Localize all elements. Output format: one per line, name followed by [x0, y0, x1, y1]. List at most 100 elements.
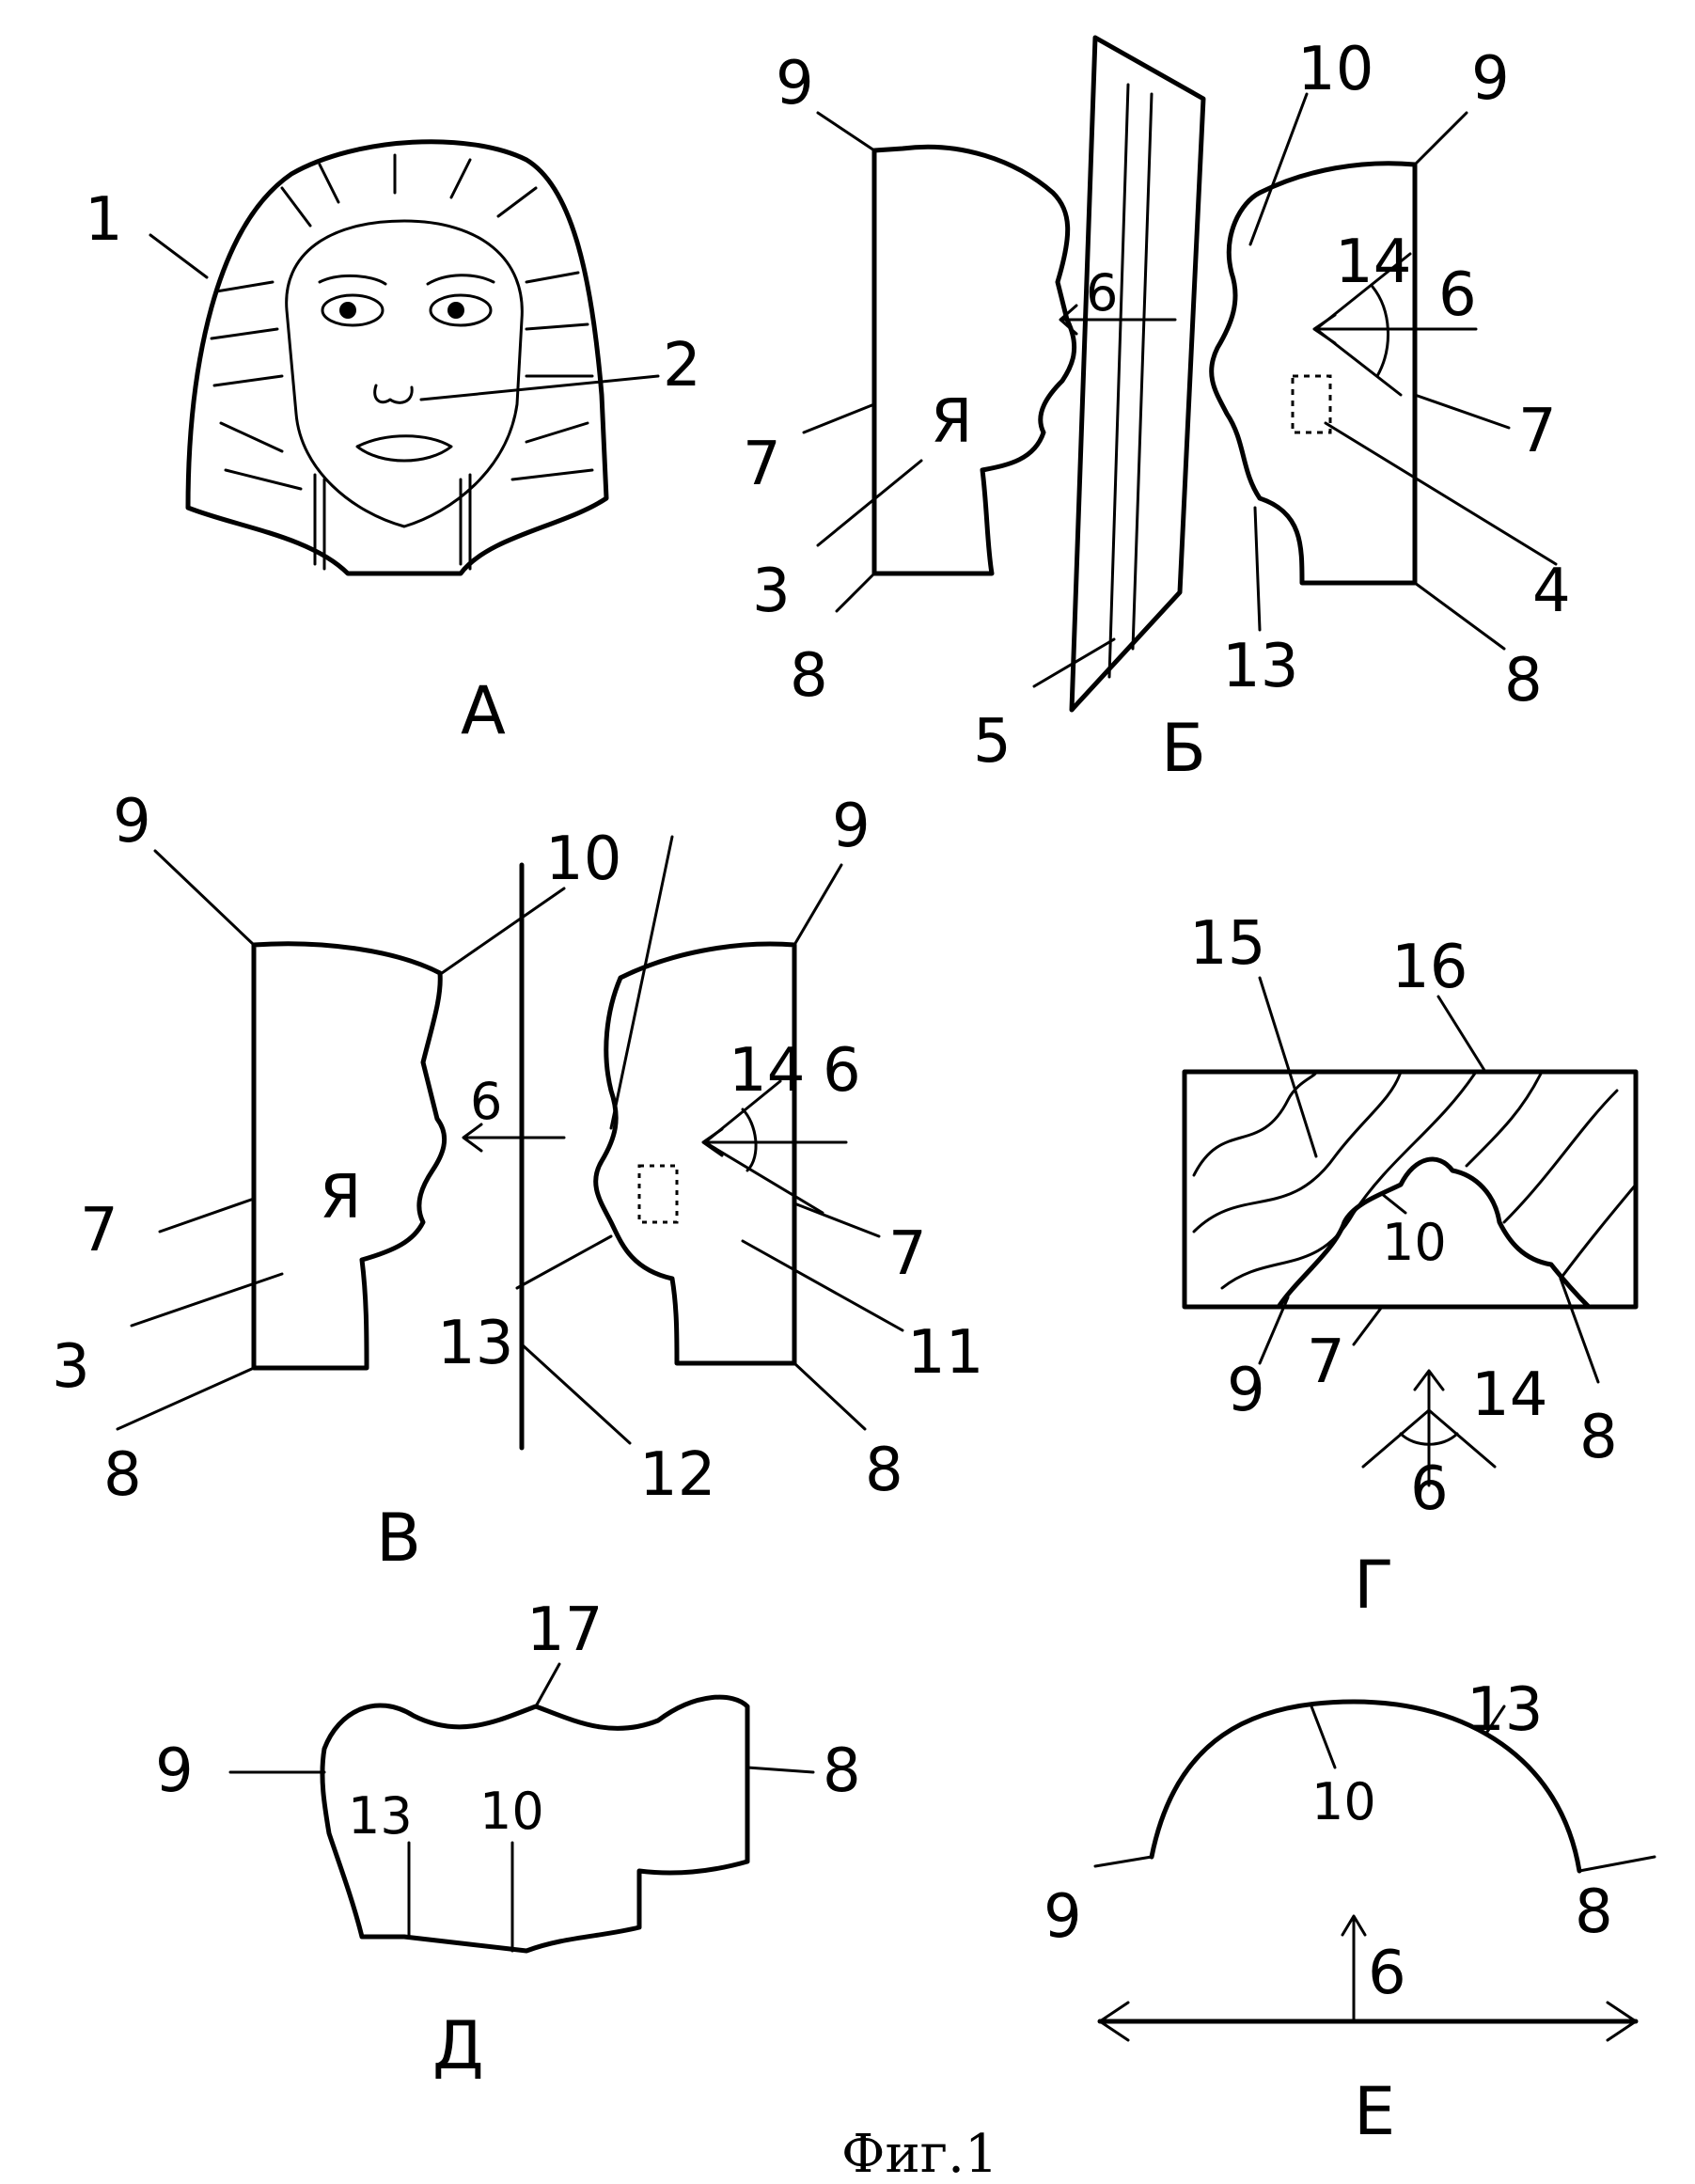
right-profile-b [1212, 164, 1415, 583]
label-d-9: 9 [155, 1736, 194, 1806]
mask-brows [320, 275, 494, 284]
wave-6 [1561, 1185, 1636, 1279]
label-e-8: 8 [1575, 1878, 1613, 1947]
headdress-stripes-side [212, 273, 592, 385]
leader-v-9-left [155, 851, 254, 945]
label-b-7-right: 7 [1518, 397, 1557, 466]
right-profile-v [596, 944, 794, 1363]
label-b-10: 10 [1297, 35, 1373, 104]
label-g-8: 8 [1579, 1403, 1618, 1472]
panel-e: 13 10 9 8 6 Е [1044, 1675, 1655, 2150]
left-profile-v [254, 944, 445, 1368]
panel-letter-a: А [461, 672, 506, 749]
leader-g-7 [1354, 1307, 1382, 1344]
angle-v-14-arc [743, 1109, 756, 1171]
mirror-line-1 [1109, 85, 1128, 677]
figure-caption: Фиг.1 [841, 2124, 998, 2184]
label-v-ya: Я [320, 1163, 361, 1233]
mask-headdress-outline [188, 142, 606, 573]
leader-b-7-left [804, 404, 874, 432]
leader-1 [150, 235, 207, 277]
label-v-9-left: 9 [113, 787, 151, 856]
label-b-3: 3 [752, 557, 791, 626]
label-v-8-right: 8 [865, 1436, 903, 1505]
label-b-9-right: 9 [1471, 44, 1510, 114]
panel-letter-e: Е [1354, 2073, 1395, 2150]
label-b-6-left: 6 [1086, 263, 1118, 322]
mirror-line-2 [1133, 94, 1152, 649]
label-d-13: 13 [348, 1786, 413, 1846]
label-g-6: 6 [1410, 1454, 1449, 1524]
label-v-12: 12 [639, 1440, 715, 1510]
panel-letter-d: Д [432, 2007, 484, 2084]
label-b-7-left: 7 [743, 430, 781, 499]
mask-face-outline [287, 221, 523, 526]
label-e-13: 13 [1467, 1675, 1543, 1745]
leader-b-7-right [1415, 395, 1509, 428]
wave-1 [1194, 1072, 1316, 1175]
leader-v-9-right [794, 865, 841, 945]
headdress-stripes-low [221, 423, 592, 489]
leader-v-11 [743, 1241, 902, 1330]
label-v-3: 3 [52, 1332, 90, 1402]
leader-v-7-left [160, 1199, 254, 1232]
leader-v-10-left [442, 888, 564, 973]
label-b-14: 14 [1335, 228, 1411, 297]
label-d-10: 10 [479, 1782, 544, 1841]
leader-e-8 [1579, 1857, 1655, 1871]
label-e-9: 9 [1044, 1882, 1082, 1952]
angle-v-14-lower [705, 1142, 823, 1213]
leader-b-13 [1255, 508, 1260, 630]
leader-g-15 [1260, 978, 1316, 1156]
panel-d: 17 9 8 13 10 Д [155, 1595, 861, 2084]
label-b-13: 13 [1222, 632, 1298, 701]
label-g-14: 14 [1471, 1360, 1547, 1430]
label-b-ya: Я [931, 387, 972, 457]
label-b-9-left: 9 [776, 49, 814, 118]
angle-14-arc [1373, 287, 1388, 376]
headdress-stripes-top [282, 155, 536, 226]
label-1: 1 [85, 185, 123, 255]
label-b-5: 5 [973, 707, 1012, 777]
label-v-14: 14 [729, 1036, 805, 1106]
panel-letter-b: Б [1161, 710, 1206, 787]
leader-d-8 [747, 1768, 813, 1772]
leader-v-8-right [794, 1363, 865, 1429]
label-v-8-left: 8 [103, 1440, 142, 1510]
leader-d-17 [536, 1664, 559, 1706]
panel-v: 9 10 9 6 14 6 Я 7 7 3 13 11 8 12 8 В [52, 787, 983, 1577]
mask-nose [375, 385, 413, 402]
label-g-16: 16 [1391, 933, 1467, 1002]
label-v-7-left: 7 [80, 1196, 118, 1265]
label-2: 2 [663, 331, 701, 401]
leader-v-12 [522, 1344, 630, 1443]
leader-g-10 [1382, 1194, 1405, 1213]
label-v-6-left: 6 [470, 1072, 502, 1131]
label-v-13: 13 [437, 1309, 513, 1378]
mask-pupil-left [339, 302, 356, 319]
leader-b-10 [1250, 94, 1307, 244]
left-profile-b [874, 147, 1075, 573]
label-b-8-left: 8 [790, 641, 828, 711]
label-e-10: 10 [1311, 1772, 1376, 1831]
label-v-9-right: 9 [832, 792, 871, 861]
leader-v-13 [517, 1236, 611, 1288]
panel-a: 1 2 А [85, 142, 701, 749]
label-g-9: 9 [1227, 1356, 1265, 1425]
label-e-6: 6 [1368, 1939, 1406, 2008]
label-d-17: 17 [526, 1595, 603, 1665]
leader-e-10 [1311, 1706, 1335, 1768]
label-v-7-right: 7 [888, 1219, 927, 1289]
label-b-4: 4 [1532, 557, 1571, 626]
label-v-10: 10 [545, 825, 621, 894]
label-g-15: 15 [1189, 909, 1265, 979]
label-g-10: 10 [1382, 1213, 1447, 1272]
mirror-plate [1072, 38, 1203, 710]
leader-g-16 [1438, 997, 1485, 1072]
leader-b-8-left [837, 573, 874, 611]
panel-g: 15 16 10 9 7 14 8 6 Г [1185, 909, 1636, 1624]
panel-letter-g: Г [1354, 1547, 1394, 1624]
mask-pupil-right [447, 302, 464, 319]
label-g-7: 7 [1307, 1328, 1345, 1397]
mask-mouth [357, 436, 451, 461]
